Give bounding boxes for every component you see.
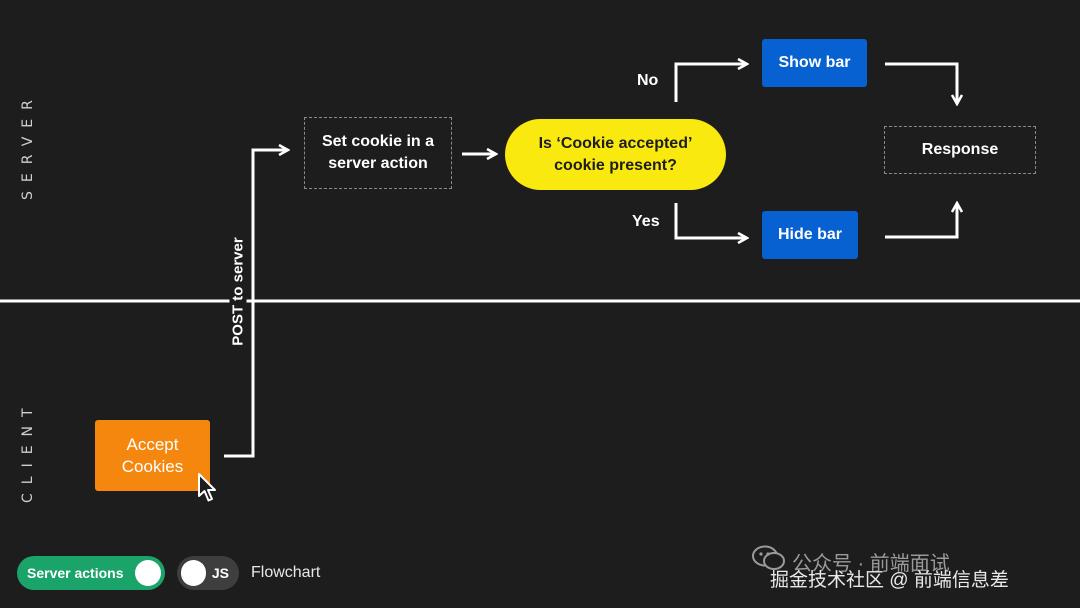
edge-label-post: POST to server (229, 231, 247, 352)
js-toggle[interactable]: JS (177, 556, 239, 590)
edge-no (674, 64, 747, 102)
wechat-icon (752, 545, 785, 570)
edge-show-to-response (885, 62, 957, 104)
watermark-line-1: 公众号 · 前端面试 (792, 553, 950, 575)
lane-label-client: CLIENT (20, 399, 36, 503)
mouse-cursor-icon (198, 473, 216, 502)
edge-post-to-server (224, 150, 288, 458)
edge-label-no: No (637, 72, 659, 89)
flowchart-label[interactable]: Flowchart (251, 564, 321, 581)
toggle-knob (181, 560, 206, 586)
edge-label-yes: Yes (632, 213, 660, 230)
server-actions-toggle-label: Server actions (27, 565, 124, 581)
server-actions-toggle[interactable]: Server actions (17, 556, 165, 590)
watermark-line-2: 掘金技术社区 @ 前端信息差 (770, 570, 1009, 591)
edge-hide-to-response (885, 203, 957, 239)
js-toggle-label: JS (211, 565, 229, 581)
edge-yes (674, 203, 747, 238)
hide-bar-node: Hide bar (762, 211, 858, 259)
accept-cookies-button[interactable]: Accept Cookies (95, 420, 210, 491)
show-bar-node: Show bar (762, 39, 867, 87)
toggle-knob (135, 560, 161, 586)
response-node: Response (884, 126, 1036, 174)
cookie-present-decision: Is ‘Cookie accepted’ cookie present? (505, 119, 726, 190)
set-cookie-node: Set cookie in a server action (304, 117, 452, 189)
lane-label-server: SERVER (20, 91, 36, 200)
